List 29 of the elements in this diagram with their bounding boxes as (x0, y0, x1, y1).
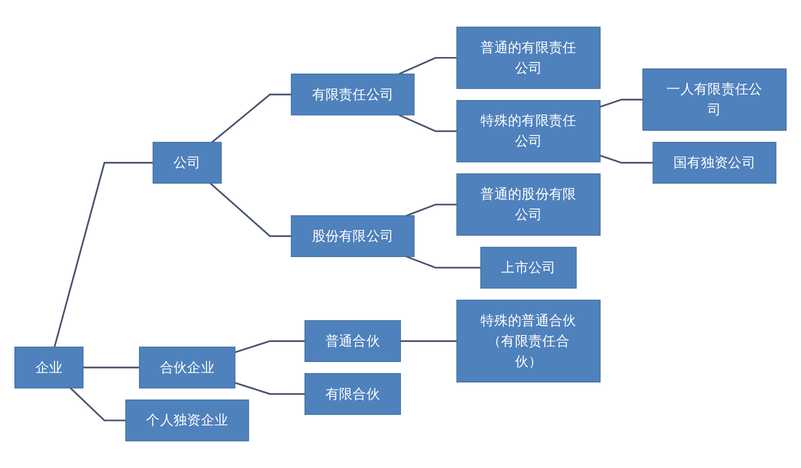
node-box: 上市公司 (480, 246, 577, 289)
connector (83, 366, 140, 368)
node-box: 特殊的普通合伙（有限责任合伙） (456, 300, 601, 382)
connector (210, 182, 292, 237)
connector (600, 98, 643, 108)
node-box: 普通的有限责任公司 (456, 26, 601, 89)
node-box: 普通的股份有限公司 (456, 173, 601, 236)
node-box: 公司 (152, 142, 222, 184)
connector (398, 114, 457, 132)
connector (600, 154, 654, 164)
node-box: 个人独资企业 (125, 400, 250, 442)
node-box: 股份有限公司 (290, 215, 415, 258)
node-box: 合伙企业 (138, 346, 236, 388)
node-box: 有限责任公司 (290, 74, 415, 116)
node-box: 普通合伙 (304, 320, 401, 362)
node-box: 特殊的有限责任公司 (456, 100, 601, 162)
connector (211, 94, 292, 143)
connector (406, 256, 481, 269)
node-box: 企业 (14, 346, 84, 388)
node-box: 有限合伙 (304, 373, 401, 415)
node-box: 一人有限责任公司 (642, 68, 787, 131)
connector (406, 204, 457, 216)
connector (398, 56, 457, 75)
connector (54, 162, 154, 348)
connector (234, 382, 305, 395)
connector (400, 340, 457, 342)
node-box: 国有独资公司 (652, 142, 776, 184)
connector (234, 340, 305, 354)
connector (70, 387, 126, 422)
